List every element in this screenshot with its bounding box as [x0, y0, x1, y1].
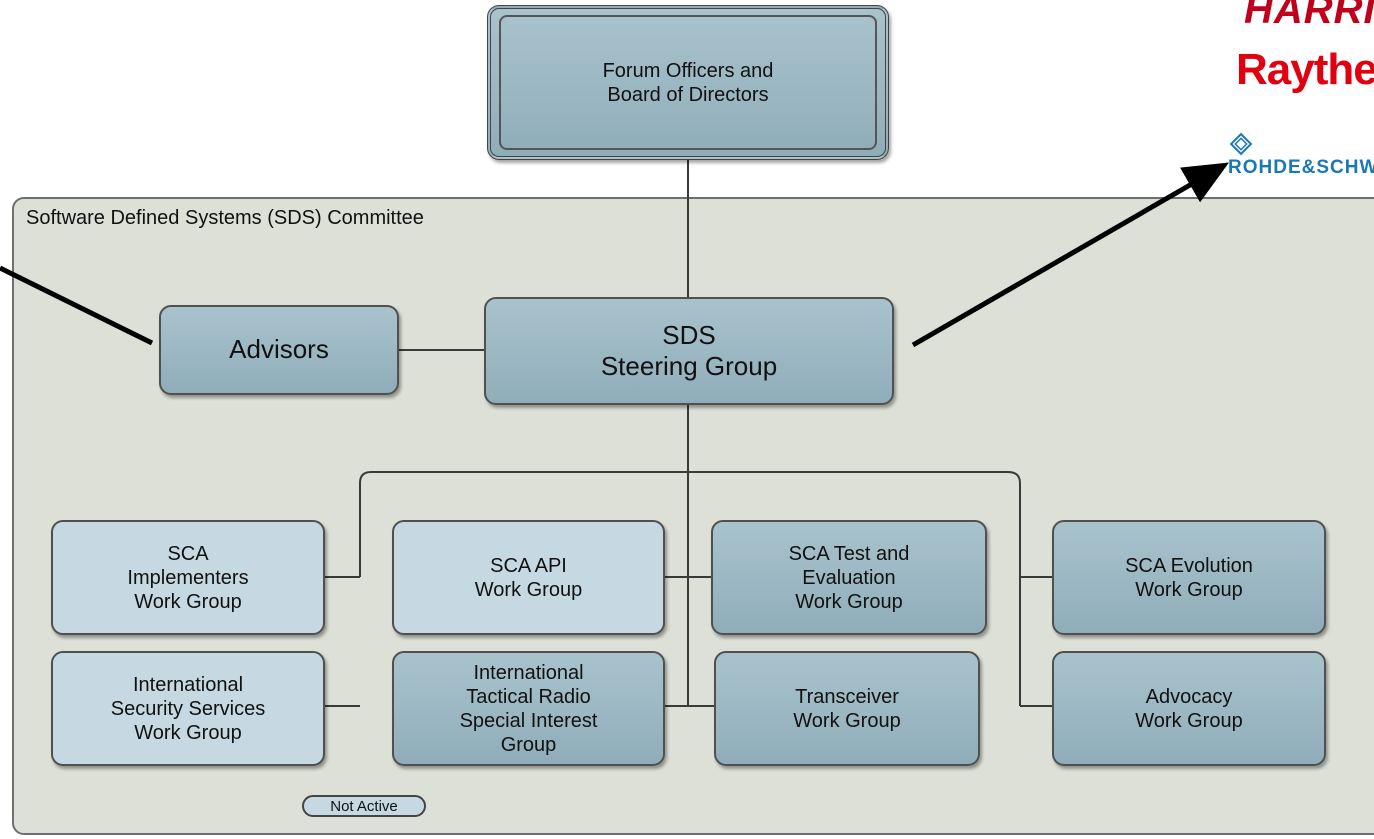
transceiver-box: Transceiver Work Group: [714, 651, 980, 766]
sca-test-box: SCA Test and Evaluation Work Group: [711, 520, 987, 635]
sca-evolution-label: SCA Evolution Work Group: [1125, 554, 1253, 601]
advocacy-box: Advocacy Work Group: [1052, 651, 1326, 766]
sca-test-label: SCA Test and Evaluation Work Group: [788, 542, 910, 613]
sca-api-box: SCA API Work Group: [392, 520, 665, 635]
groups-bus-line: [359, 471, 1021, 706]
advisors-label: Advisors: [229, 334, 329, 365]
transceiver-label: Transceiver Work Group: [793, 685, 901, 732]
committee-title: Software Defined Systems (SDS) Committee: [26, 207, 424, 229]
steering-label: SDS Steering Group: [600, 319, 778, 381]
board-label: Forum Officers and Board of Directors: [602, 59, 774, 106]
tactical-radio-box: International Tactical Radio Special Int…: [392, 651, 665, 766]
raytheon-logo: Raytheon: [1236, 45, 1374, 94]
board-of-directors-box: Forum Officers and Board of Directors: [487, 5, 889, 160]
sca-evolution-box: SCA Evolution Work Group: [1052, 520, 1326, 635]
steering-pointer-arrow: [911, 162, 1229, 348]
not-active-legend: Not Active: [302, 795, 426, 817]
security-services-box: International Security Services Work Gro…: [51, 651, 325, 766]
rohde-schwarz-logo: ROHDE&SCHWARZ: [1228, 157, 1374, 178]
harris-logo: HARRIS: [1244, 0, 1374, 32]
sca-implementers-box: SCA Implementers Work Group: [51, 520, 325, 635]
rohde-schwarz-mark-icon: [1229, 132, 1253, 156]
steering-group-box: SDS Steering Group: [484, 297, 894, 405]
sca-implementers-label: SCA Implementers Work Group: [127, 542, 249, 613]
advisors-pointer-arrow: [0, 265, 154, 346]
sca-api-label: SCA API Work Group: [474, 554, 583, 601]
security-services-label: International Security Services Work Gro…: [110, 673, 266, 744]
tactical-radio-label: International Tactical Radio Special Int…: [459, 661, 598, 756]
advocacy-label: Advocacy Work Group: [1135, 685, 1243, 732]
advisors-box: Advisors: [159, 305, 399, 395]
